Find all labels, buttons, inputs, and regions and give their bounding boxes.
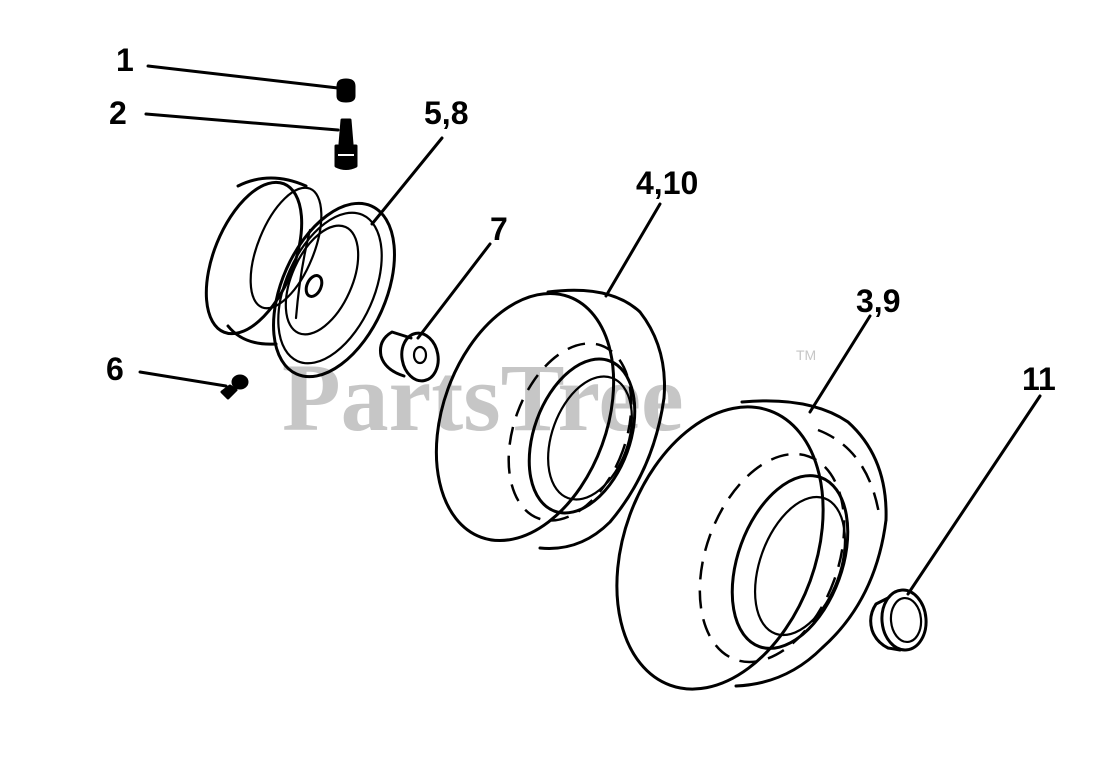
watermark: PartsTree TM xyxy=(282,344,816,451)
leader-6 xyxy=(138,370,228,388)
watermark-tm: TM xyxy=(796,347,816,363)
leader-58 xyxy=(370,136,444,226)
callout-2: 2 xyxy=(109,95,127,131)
screw[interactable] xyxy=(220,374,249,400)
callout-11: 11 xyxy=(1022,361,1056,397)
bearing[interactable] xyxy=(869,588,929,652)
wheel-rim[interactable] xyxy=(187,169,419,395)
valve-stem[interactable] xyxy=(334,118,358,170)
leader-39 xyxy=(808,314,872,414)
leader-410 xyxy=(604,202,662,298)
callout-4-10: 4,10 xyxy=(636,165,698,201)
leader-2 xyxy=(144,112,340,132)
callout-5-8: 5,8 xyxy=(424,95,468,131)
leader-7 xyxy=(416,242,492,340)
leader-1 xyxy=(146,64,340,90)
rear-tire[interactable] xyxy=(580,378,888,718)
front-tire[interactable] xyxy=(404,269,666,566)
callout-3-9: 3,9 xyxy=(856,283,900,319)
callouts: 1 2 5,8 6 7 4,10 3,9 11 xyxy=(106,42,1056,397)
watermark-text: PartsTree xyxy=(282,344,684,451)
valve-cap[interactable] xyxy=(336,78,356,103)
callout-1: 1 xyxy=(116,42,134,78)
leader-11 xyxy=(906,394,1042,596)
callout-7: 7 xyxy=(490,211,508,247)
leader-lines xyxy=(138,64,1042,596)
bushing[interactable] xyxy=(379,330,441,384)
callout-6: 6 xyxy=(106,351,124,387)
